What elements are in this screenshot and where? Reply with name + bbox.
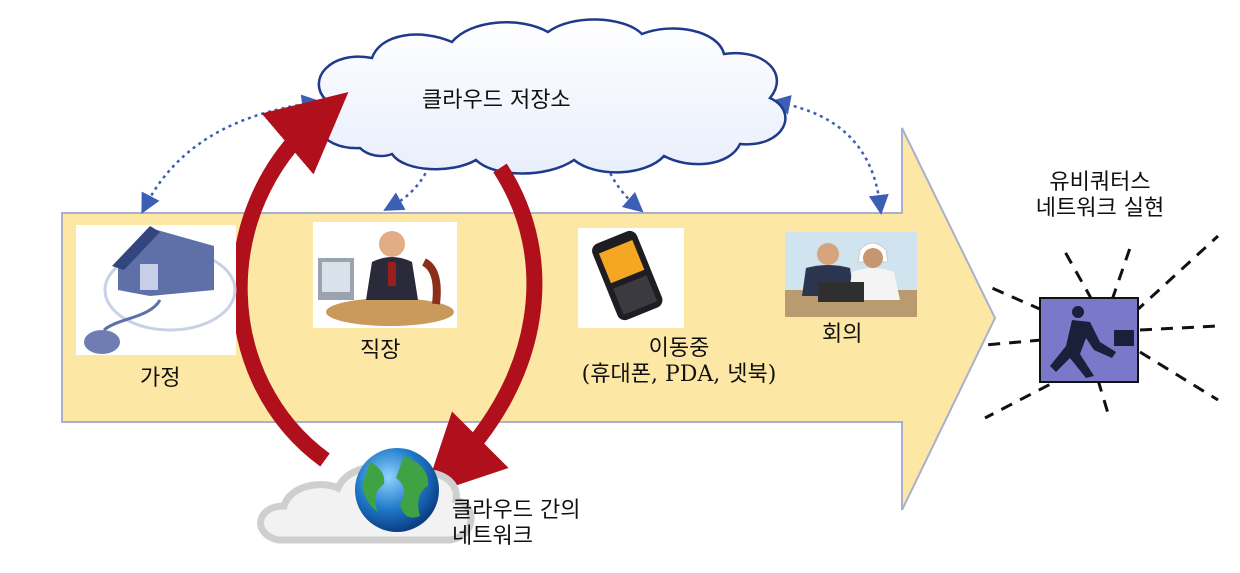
smartphone-icon [578,228,684,328]
cycle-arrows [231,92,543,497]
ubiquitous-burst [984,234,1220,421]
location-mobile-title: 이동중 [648,336,710,361]
link-meeting [770,95,889,215]
inter-cloud-label-line1: 클라우드 간의 [452,498,581,523]
runner-icon [1039,297,1139,383]
ubiquitous-label: 유비쿼터스 네트워크 실현 [1010,170,1190,222]
location-label-meeting: 회의 [822,322,863,347]
ubiquitous-label-line1: 유비쿼터스 [1049,170,1151,195]
location-label-work: 직장 [360,338,401,363]
cycle-arrow-down [423,163,543,497]
meeting-people-icon [785,232,917,317]
office-worker-icon [313,222,457,328]
location-label-home: 가정 [140,366,181,391]
inter-cloud-label-line2: 네트워크 [452,524,533,549]
house-mouse-icon [76,225,237,355]
cycle-arrow-up [231,92,349,467]
cloud-storage-label: 클라우드 저장소 [422,88,571,113]
location-mobile-sublabel: (휴대폰, PDA, 넷북) [581,362,777,387]
ubiquitous-label-line2: 네트워크 실현 [1035,196,1165,221]
inter-cloud-label: 클라우드 간의 네트워크 [452,498,580,550]
inter-cloud-network [257,448,475,544]
location-label-mobile: 이동중 (휴대폰, PDA, 넷북) [560,336,798,388]
